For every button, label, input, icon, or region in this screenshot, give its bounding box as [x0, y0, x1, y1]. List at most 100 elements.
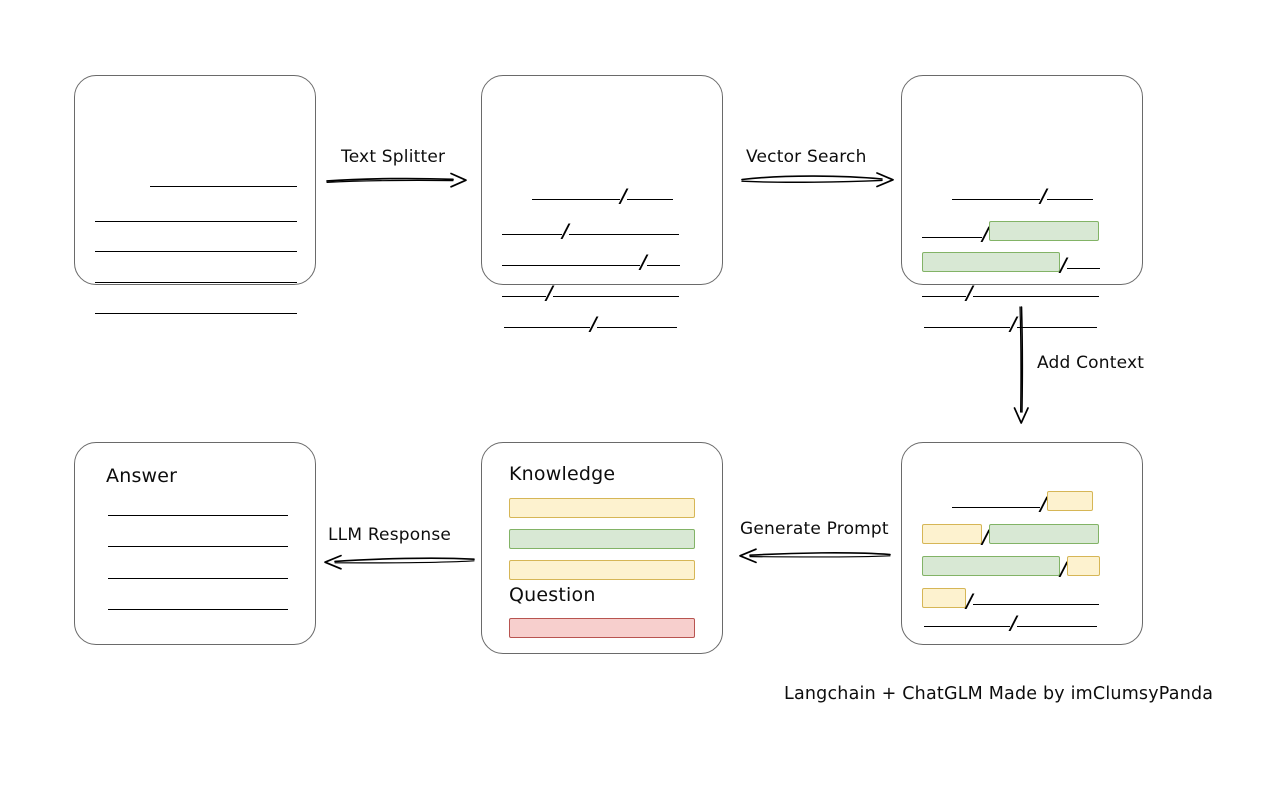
context-enriched-chunks-box[interactable]: / / / / /	[901, 442, 1143, 645]
document-line	[95, 186, 297, 187]
chunk-line: /	[502, 313, 704, 335]
answer-line	[108, 609, 288, 610]
answer-heading: Answer	[106, 465, 178, 487]
split-chunks-box[interactable]: / / / / /	[481, 75, 723, 334]
document-line	[95, 282, 297, 283]
arrow-vector-search	[741, 172, 894, 188]
text-line-segment	[108, 546, 288, 547]
text-line-segment	[95, 221, 297, 222]
arrow-text-splitter	[326, 172, 467, 188]
question-bar-row	[509, 615, 695, 638]
text-line-segment	[502, 234, 562, 235]
knowledge-bar-1	[509, 498, 695, 518]
text-line-segment	[95, 313, 297, 314]
chunk-line: /	[922, 185, 1124, 207]
text-line-segment	[646, 265, 680, 266]
chunk-separator-icon: /	[966, 590, 973, 612]
arrow-generate-prompt	[739, 548, 891, 564]
text-line-segment	[924, 327, 1010, 328]
answer-line	[108, 546, 288, 547]
text-line-segment	[972, 296, 1099, 297]
text-line-segment	[108, 609, 288, 610]
arrow-add-context	[1013, 306, 1029, 424]
answer-box[interactable]: Answer	[74, 442, 316, 645]
chunk-line: /	[922, 612, 1124, 634]
chunk-line: /	[922, 553, 1124, 580]
text-line-segment	[502, 296, 546, 297]
text-line-segment	[626, 199, 673, 200]
question-heading: Question	[509, 584, 596, 606]
text-line-segment	[504, 327, 590, 328]
text-line-segment	[108, 578, 288, 579]
chunk-line: /	[922, 585, 1124, 612]
text-line-segment	[568, 234, 679, 235]
chunk-separator-icon: /	[982, 526, 989, 548]
document-line	[95, 251, 297, 252]
chunk-line: /	[922, 488, 1124, 515]
document-line	[95, 221, 297, 222]
context-chunk-highlight	[1046, 491, 1093, 511]
matched-chunk-highlight	[988, 221, 1099, 241]
text-line-segment	[922, 296, 966, 297]
chunk-line: /	[922, 282, 1124, 304]
arrow-label-text-splitter: Text Splitter	[341, 147, 446, 167]
chunk-line: /	[502, 185, 704, 207]
chunk-separator-icon: /	[562, 220, 569, 242]
source-document-box[interactable]	[74, 75, 316, 314]
arrow-label-vector-search: Vector Search	[746, 147, 867, 167]
chunk-separator-icon: /	[966, 282, 973, 304]
context-chunk-highlight	[922, 524, 982, 544]
context-chunk-highlight	[922, 588, 966, 608]
chunk-separator-icon: /	[546, 282, 553, 304]
prompt-box[interactable]: Knowledge Question	[481, 442, 723, 654]
arrow-label-generate-prompt: Generate Prompt	[740, 519, 889, 539]
context-chunk-highlight	[1066, 556, 1100, 576]
chunk-line: /	[922, 521, 1124, 548]
chunk-line: /	[922, 218, 1124, 245]
text-line-segment	[502, 265, 640, 266]
chunk-line: /	[502, 253, 704, 272]
knowledge-bar-3	[509, 560, 695, 580]
question-bar-1	[509, 618, 695, 638]
matched-chunk-highlight	[922, 252, 1060, 272]
text-line-segment	[95, 251, 297, 252]
text-line-segment	[1066, 268, 1100, 269]
knowledge-bar-row	[509, 557, 695, 580]
chunk-separator-icon: /	[1010, 612, 1017, 634]
chunk-separator-icon: /	[590, 313, 597, 335]
text-line-segment	[596, 327, 677, 328]
answer-line	[108, 578, 288, 579]
chunk-separator-icon: /	[982, 223, 989, 245]
text-line-segment	[952, 507, 1040, 508]
footer-credit: Langchain + ChatGLM Made by imClumsyPand…	[784, 684, 1214, 704]
knowledge-bar-row	[509, 495, 695, 518]
chunk-separator-icon: /	[1040, 185, 1047, 207]
chunk-line: /	[502, 282, 704, 304]
text-line-segment	[150, 186, 297, 187]
document-line	[95, 313, 297, 314]
chunk-separator-icon: /	[620, 185, 627, 207]
text-line-segment	[972, 604, 1099, 605]
text-line-segment	[532, 199, 620, 200]
knowledge-heading: Knowledge	[509, 463, 616, 485]
arrow-llm-response	[324, 554, 475, 570]
chunk-separator-icon: /	[1060, 558, 1067, 580]
matched-chunk-highlight	[922, 556, 1060, 576]
chunk-line: /	[922, 249, 1124, 276]
text-line-segment	[952, 199, 1040, 200]
knowledge-bar-2	[509, 529, 695, 549]
chunk-line: /	[502, 220, 704, 242]
text-line-segment	[1016, 626, 1097, 627]
chunk-separator-icon: /	[1040, 493, 1047, 515]
text-line-segment	[552, 296, 679, 297]
chunk-separator-icon: /	[1060, 254, 1067, 276]
text-line-segment	[1016, 327, 1097, 328]
arrow-label-llm-response: LLM Response	[328, 525, 452, 545]
vector-matched-chunks-box[interactable]: / / / / /	[901, 75, 1143, 334]
arrow-label-add-context: Add Context	[1037, 353, 1145, 373]
knowledge-bar-row	[509, 526, 695, 549]
text-line-segment	[1046, 199, 1093, 200]
text-line-segment	[95, 282, 297, 283]
text-line-segment	[922, 237, 982, 238]
